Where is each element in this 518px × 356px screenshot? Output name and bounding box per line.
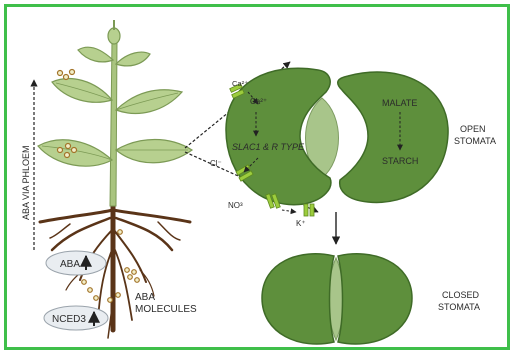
open-stomata <box>226 68 448 204</box>
cl-label: Cl⁻ <box>210 159 222 168</box>
malate-label: MALATE <box>382 98 417 108</box>
plant <box>38 20 192 338</box>
nced3-badge: NCED3 <box>44 306 108 330</box>
closed-label-1: CLOSED <box>442 290 480 300</box>
guard-cell-right <box>338 72 448 202</box>
open-label-2: STOMATA <box>454 136 496 146</box>
phloem-label: ABA VIA PHLOEM <box>21 145 31 220</box>
aba-molecules-label-1: ABA <box>135 292 155 303</box>
open-label-1: OPEN <box>460 124 486 134</box>
no3-label: NO³ <box>228 201 243 210</box>
aba-root-label: ABA <box>60 259 80 270</box>
nced3-label: NCED3 <box>52 314 86 325</box>
closed-stomata <box>262 254 412 344</box>
ca-label-outer: Ca²⁺ <box>232 79 248 88</box>
stem <box>110 40 117 206</box>
aba-root-badge: ABA <box>46 251 106 275</box>
phloem-arrow: ABA VIA PHLOEM <box>21 80 34 250</box>
starch-label: STARCH <box>382 156 418 166</box>
ca-label-inner: Ca²⁺ <box>250 97 267 106</box>
k-label: K⁺ <box>296 219 306 228</box>
closed-guard-left <box>262 254 334 344</box>
closed-guard-right <box>338 254 412 344</box>
k-channel <box>304 204 308 216</box>
slac-label: SLAC1 & R TYPE <box>232 142 305 152</box>
closed-label-2: STOMATA <box>438 302 480 312</box>
aba-molecules-label-2: MOLECULES <box>135 304 197 315</box>
k-efflux-arrow <box>282 210 296 212</box>
